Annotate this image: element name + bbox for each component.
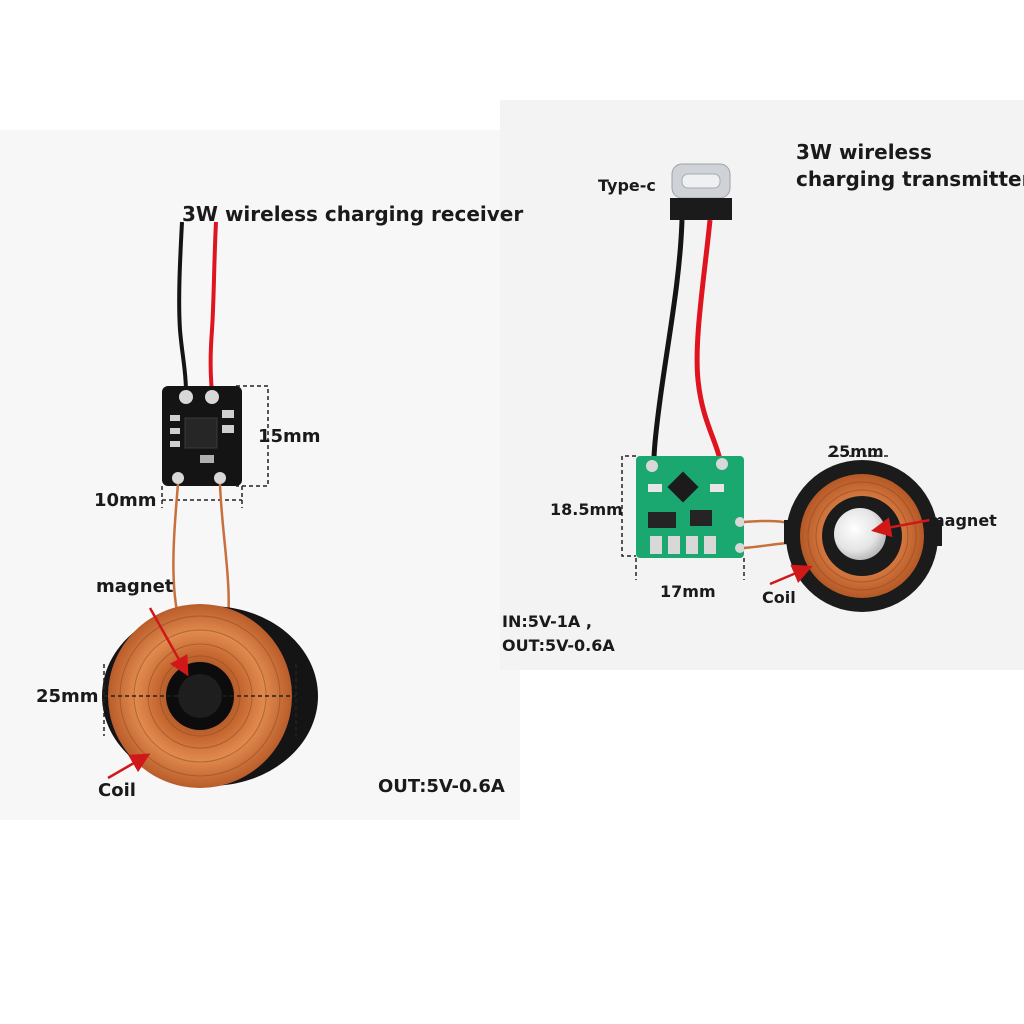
receiver-magnet-label: magnet (96, 576, 174, 597)
transmitter-chip (667, 471, 699, 503)
transmitter-title-line2: charging transmitter (796, 167, 1024, 191)
receiver-coil-pad-left (172, 472, 184, 484)
receiver-width-label: 10mm (94, 490, 157, 511)
transmitter-height-dimension-line (621, 455, 636, 557)
receiver-title: 3W wireless charging receiver (182, 202, 524, 226)
transmitter-input-spec: IN:5V-1A , (502, 612, 592, 631)
receiver-coil-label: Coil (98, 780, 136, 801)
transmitter-output-spec: OUT:5V-0.6A (502, 636, 615, 655)
receiver-pad-right (205, 390, 219, 404)
type-c-connector-base (670, 198, 732, 220)
transmitter-assembly (621, 163, 942, 612)
receiver-coil-dimension-label: 25mm (36, 686, 99, 707)
transmitter-magnet-label: magnet (928, 511, 997, 530)
transmitter-magnet-arrow (871, 517, 931, 538)
transmitter-width-label: 17mm (660, 582, 716, 601)
receiver-height-label: 15mm (258, 426, 321, 447)
receiver-output-spec: OUT:5V-0.6A (378, 776, 505, 797)
type-c-label: Type-c (598, 176, 656, 195)
transmitter-width-dimension-line (635, 558, 745, 580)
receiver-black-wire (177, 221, 188, 393)
transmitter-height-label: 18.5mm (550, 500, 623, 519)
transmitter-coil-arrow (769, 564, 813, 586)
transmitter-coil-dimension-label: 25mm (828, 442, 884, 461)
transmitter-black-wire (651, 219, 685, 461)
receiver-width-dimension-line (161, 486, 243, 508)
receiver-chip (184, 417, 218, 449)
receiver-coil-pad-right (214, 472, 226, 484)
receiver-pad-left (179, 390, 193, 404)
receiver-assembly (102, 221, 318, 788)
transmitter-red-wire (694, 219, 723, 461)
transmitter-magnet (834, 508, 886, 560)
receiver-height-dimension-line (236, 385, 269, 487)
transmitter-photo-background (500, 100, 1024, 670)
transmitter-title-line1: 3W wireless (796, 140, 932, 164)
receiver-red-wire (208, 221, 218, 393)
transmitter-pcb (636, 456, 744, 558)
receiver-coil-arrow (107, 753, 151, 780)
receiver-magnet-arrow (148, 607, 189, 677)
transmitter-coil-label: Coil (762, 588, 796, 607)
